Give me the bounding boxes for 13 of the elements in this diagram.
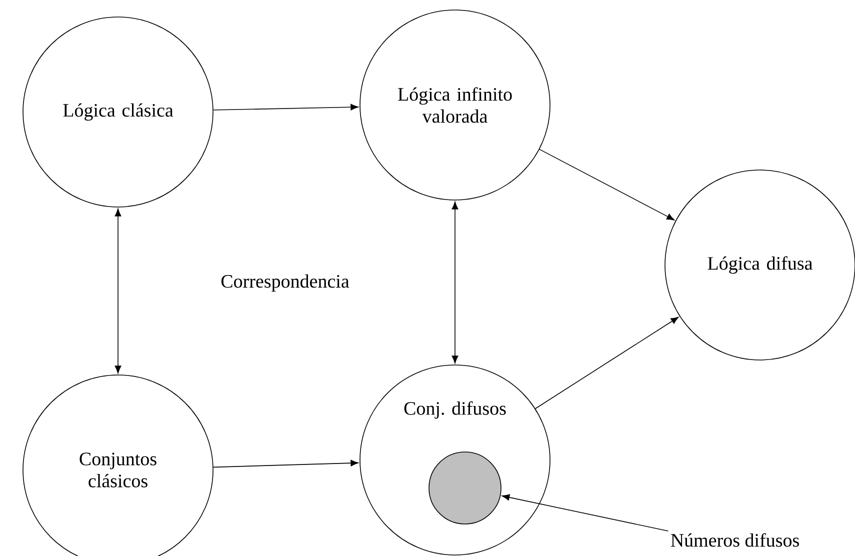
- arrow: [452, 202, 458, 364]
- arrow: [212, 460, 358, 468]
- arrow: [114, 208, 122, 374]
- arrow: [534, 316, 679, 409]
- circle-node: Lógica clásica: [22, 16, 214, 208]
- circle-node: Lógica infinito valorada: [360, 10, 550, 200]
- arrow: [502, 494, 669, 532]
- caption-text: Números difusos: [670, 533, 799, 547]
- arrow: [539, 148, 674, 220]
- arrow: [212, 104, 358, 110]
- label-text: Correspondencia: [221, 274, 350, 292]
- circle: [428, 452, 502, 524]
- circle-node: Conj. difusos: [360, 364, 550, 556]
